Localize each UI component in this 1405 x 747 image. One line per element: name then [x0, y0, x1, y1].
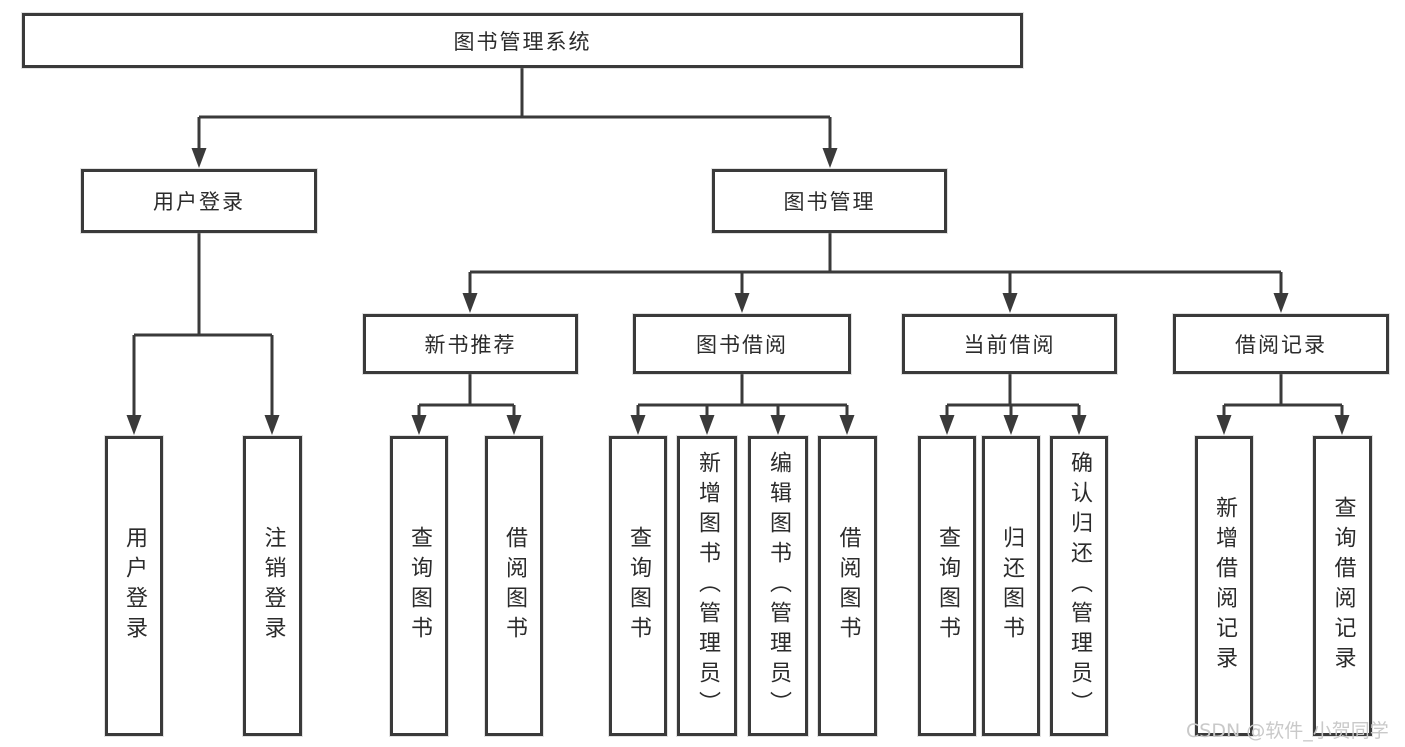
arrowhead [462, 293, 478, 313]
csdn-watermark: CSDN @软件_小贺同学 [1186, 720, 1389, 742]
node-label: 图书管理 [783, 190, 876, 214]
node-new-book-recommendation: 新书推荐 [363, 314, 578, 374]
node-label: 用户登录 [153, 190, 245, 214]
arrowhead [264, 415, 280, 435]
leaf-query-borrow-record: 查询借阅记录 [1313, 436, 1372, 736]
leaf-edit-books-admin: 编辑图书（管理员） [748, 436, 808, 736]
leaf-query-books-current: 查询图书 [918, 436, 976, 736]
leaf-confirm-return-admin: 确认归还（管理员） [1050, 436, 1108, 736]
node-label: 新书推荐 [424, 333, 517, 357]
node-user-login: 用户登录 [81, 169, 317, 233]
node-label: 用户登录 [122, 526, 147, 646]
arrowhead [506, 415, 522, 435]
arrowhead [839, 415, 855, 435]
node-label: 确认归还（管理员） [1067, 451, 1092, 721]
node-library-management-system: 图书管理系统 [22, 13, 1023, 68]
node-label: 新增图书（管理员） [695, 451, 720, 721]
arrowhead [699, 415, 715, 435]
leaf-add-books-admin: 新增图书（管理员） [677, 436, 737, 736]
connector-user-login-to-leaves [132, 233, 274, 419]
arrowhead [1334, 415, 1350, 435]
node-borrowing-records: 借阅记录 [1173, 314, 1389, 374]
node-label: 归还图书 [999, 526, 1024, 646]
connector-book-management-to-level3 [468, 233, 1283, 297]
node-label: 借阅记录 [1235, 333, 1327, 357]
leaf-return-books: 归还图书 [982, 436, 1040, 736]
node-label: 新增借阅记录 [1212, 496, 1237, 676]
arrowhead [1002, 293, 1018, 313]
arrowhead [1071, 415, 1087, 435]
arrowhead [1273, 293, 1289, 313]
node-label: 查询借阅记录 [1330, 496, 1356, 676]
node-label: 图书管理系统 [453, 29, 592, 54]
leaf-borrow-books: 借阅图书 [818, 436, 877, 736]
node-book-management: 图书管理 [712, 169, 947, 233]
arrowhead [191, 148, 207, 168]
node-label: 借阅图书 [502, 526, 527, 646]
node-label: 注销登录 [260, 526, 286, 646]
leaf-query-books-borrow: 查询图书 [609, 436, 667, 736]
arrowhead [1216, 415, 1232, 435]
arrowhead [822, 148, 838, 168]
arrowhead [630, 415, 646, 435]
node-label: 查询图书 [407, 526, 432, 646]
arrowhead [734, 293, 750, 313]
node-current-borrowing: 当前借阅 [902, 314, 1117, 374]
node-label: 编辑图书（管理员） [766, 451, 791, 721]
leaf-borrow-books-recommend: 借阅图书 [485, 436, 543, 736]
connector-root-to-level2 [197, 68, 832, 152]
node-label: 查询图书 [626, 526, 651, 646]
arrowhead [1003, 415, 1019, 435]
node-label: 借阅图书 [835, 526, 861, 646]
connector-current-borrowing-to-leaves [945, 374, 1081, 419]
connector-new-book-to-leaves [417, 374, 516, 419]
connector-borrowing-records-to-leaves [1222, 374, 1344, 419]
leaf-logout-login: 注销登录 [243, 436, 302, 736]
node-label: 图书借阅 [696, 333, 788, 357]
arrowhead [939, 415, 955, 435]
leaf-add-borrow-record: 新增借阅记录 [1195, 436, 1253, 736]
arrowhead [770, 415, 786, 435]
connector-book-borrowing-to-leaves [636, 374, 849, 419]
arrowhead [411, 415, 427, 435]
node-label: 当前借阅 [963, 333, 1056, 357]
arrowhead [126, 415, 142, 435]
node-book-borrowing: 图书借阅 [633, 314, 851, 374]
leaf-user-login: 用户登录 [105, 436, 163, 736]
node-label: 查询图书 [935, 526, 960, 646]
leaf-query-books-recommend: 查询图书 [390, 436, 448, 736]
